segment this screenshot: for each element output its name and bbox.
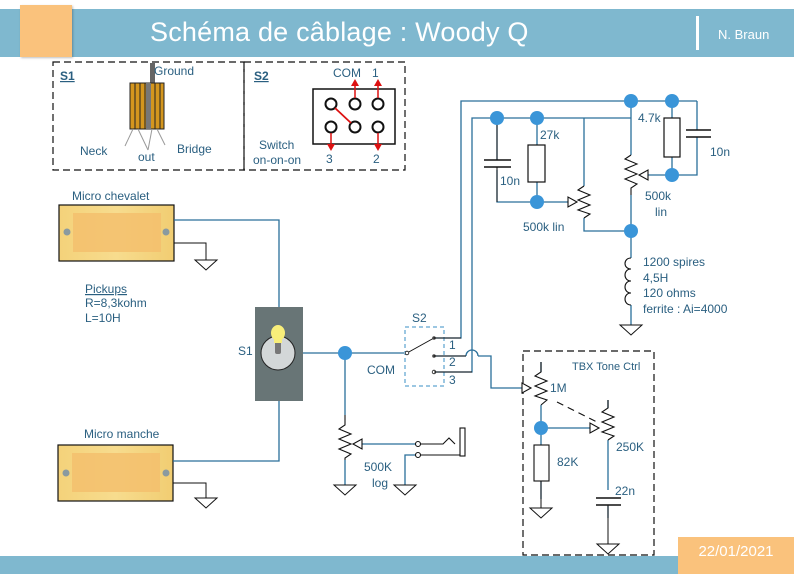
s2-pin2-label: 2 xyxy=(449,355,456,369)
ground-icon xyxy=(193,497,219,509)
ground-icon xyxy=(595,543,621,555)
pickups-spec-inductance: L=10H xyxy=(85,311,121,325)
legend-pin2-label: 2 xyxy=(373,152,380,166)
legend-switch-type-line1: Switch xyxy=(259,138,294,152)
ground-symbols xyxy=(193,259,644,555)
filter2-resistor-label: 4.7k xyxy=(638,111,662,125)
legend-s2-title: S2 xyxy=(254,69,269,83)
resistor-27k xyxy=(527,144,546,183)
volume-pot-value: 500K xyxy=(364,460,392,474)
potentiometer-filter1 xyxy=(567,185,592,219)
junction-node xyxy=(624,224,638,238)
inductor-turns: 1200 spires xyxy=(643,255,705,269)
author-name: N. Braun xyxy=(718,27,770,42)
header-divider xyxy=(696,16,699,50)
volume-potentiometer xyxy=(337,415,363,460)
inductor-resistance: 120 ohms xyxy=(643,286,696,300)
legend-ground-label: Ground xyxy=(154,64,194,78)
junction-nodes xyxy=(338,94,679,435)
tbx-resistor-label: 82K xyxy=(557,455,578,469)
legend-bridge-label: Bridge xyxy=(177,142,212,156)
pickup-ground-wires xyxy=(173,242,207,498)
junction-node xyxy=(665,168,679,182)
switch-s2-schematic xyxy=(404,326,472,387)
tbx-pot1-label: 1M xyxy=(550,381,567,395)
bridge-pickup-label: Micro chevalet xyxy=(72,189,150,203)
inductor-inductance: 4,5H xyxy=(643,271,668,285)
bridge-pickup: Micro chevalet xyxy=(58,189,175,262)
junction-node xyxy=(338,346,352,360)
legend-switch-type-line2: on-on-on xyxy=(253,153,301,167)
filter2-pot-value: 500k xyxy=(645,189,672,203)
filter1-cap-label: 10n xyxy=(500,174,520,188)
legend-pin1-label: 1 xyxy=(372,66,379,80)
junction-node xyxy=(534,421,548,435)
footer-date: 22/01/2021 xyxy=(678,537,794,574)
inductor-coil xyxy=(624,257,632,306)
neck-pickup-label: Micro manche xyxy=(84,427,160,441)
slide-switch-icon xyxy=(124,63,166,151)
ground-icon xyxy=(332,484,358,496)
s2-pin3-label: 3 xyxy=(449,373,456,387)
legend-s1: S1 Ground Neck out Bridge xyxy=(52,61,245,171)
s2-com-label: COM xyxy=(367,363,395,377)
filter1-pot-label: 500k lin xyxy=(523,220,564,234)
output-jack-icon xyxy=(414,427,466,459)
ground-icon xyxy=(618,324,644,336)
legend-neck-label: Neck xyxy=(80,144,108,158)
ground-leads xyxy=(540,481,609,544)
toggle-switch-s1 xyxy=(255,307,303,401)
s2-switch-label: S2 xyxy=(412,311,427,325)
tbx-title: TBX Tone Ctrl xyxy=(572,361,640,373)
header-accent-square xyxy=(20,5,72,57)
resistor-4.7k xyxy=(663,117,681,158)
footer-bar xyxy=(0,556,794,574)
pickups-spec-resistance: R=8,3kohm xyxy=(85,296,147,310)
ground-icon xyxy=(528,507,554,519)
filter2-cap-label: 10n xyxy=(710,145,730,159)
pickups-spec-title: Pickups xyxy=(85,282,127,296)
potentiometer-filter2 xyxy=(623,154,649,195)
junction-node xyxy=(624,94,638,108)
s1-switch-label: S1 xyxy=(238,344,253,358)
legend-s1-title: S1 xyxy=(60,69,75,83)
s2-pin1-label: 1 xyxy=(449,338,456,352)
filter1-resistor-label: 27k xyxy=(540,128,560,142)
legend-s2: S2 COM 1 3 2 Switch on-on-on xyxy=(243,61,406,171)
tbx-pot2-label: 250K xyxy=(616,440,644,454)
junction-node xyxy=(490,111,504,125)
capacitor-filter1 xyxy=(484,159,511,168)
ground-icon xyxy=(193,259,219,271)
page-title: Schéma de câblage : Woody Q xyxy=(150,17,529,47)
junction-node xyxy=(530,111,544,125)
legend-com-label: COM xyxy=(333,66,361,80)
ground-icon xyxy=(392,484,418,496)
junction-node xyxy=(665,94,679,108)
header-bar xyxy=(0,9,794,57)
legend-out-label: out xyxy=(138,150,155,164)
volume-pot-taper: log xyxy=(372,476,388,490)
neck-pickup: Micro manche xyxy=(57,427,174,502)
tbx-cap-label: 22n xyxy=(615,484,635,498)
tbx-tone-control xyxy=(521,350,655,556)
junction-node xyxy=(530,195,544,209)
filter2-pot-taper: lin xyxy=(655,205,667,219)
capacitor-filter2 xyxy=(686,129,711,138)
legend-pin3-label: 3 xyxy=(326,152,333,166)
inductor-core: ferrite : Ai=4000 xyxy=(643,302,728,316)
switch-pinout-icon xyxy=(312,79,396,151)
